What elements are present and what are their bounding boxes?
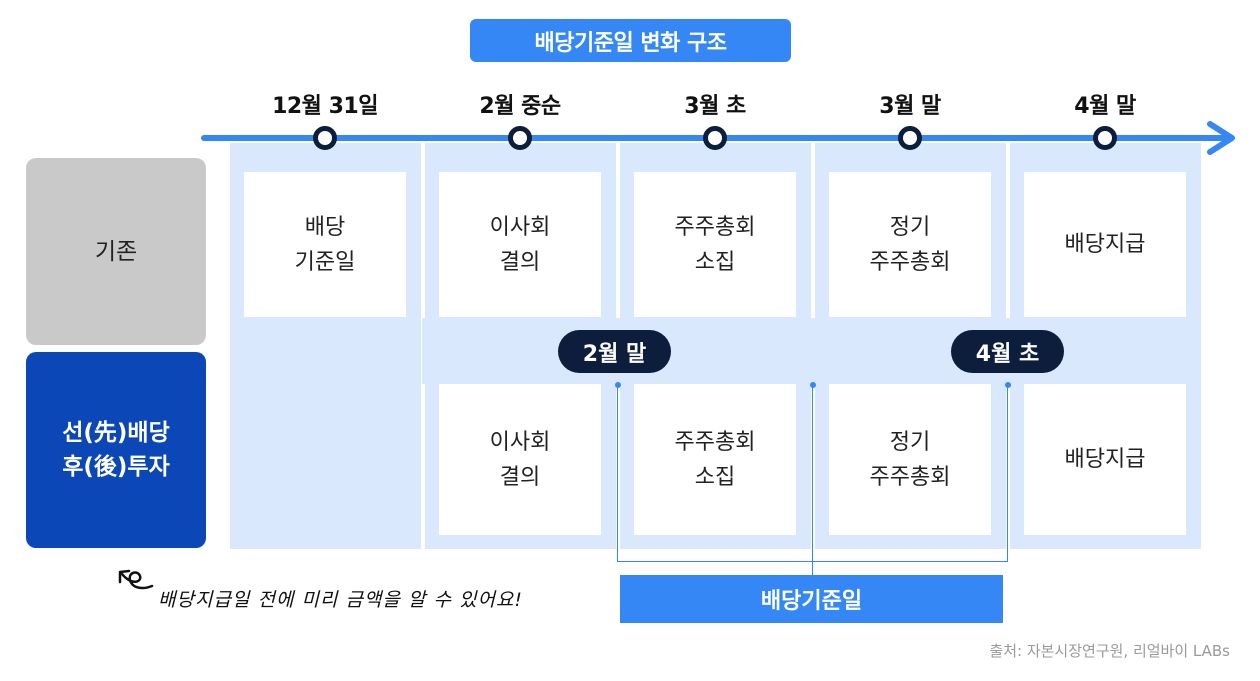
timeline-date-1: 12월 31일 bbox=[272, 94, 378, 119]
new-step-1: 이사회 결의 bbox=[439, 384, 601, 535]
marker-apr-start: 4월 초 bbox=[951, 330, 1064, 373]
bracket-line-left bbox=[617, 385, 618, 562]
new-step-2: 주주총회 소집 bbox=[634, 384, 796, 535]
bracket-line-mid bbox=[812, 385, 813, 575]
timeline-dot-2 bbox=[508, 126, 532, 150]
middle-band bbox=[422, 318, 1200, 384]
handwritten-note: 배당지급일 전에 미리 금액을 알 수 있어요! bbox=[158, 589, 524, 611]
new-step-4: 배당지급 bbox=[1024, 384, 1186, 535]
bracket-dot-mid bbox=[810, 382, 816, 388]
timeline-date-2: 2월 중순 bbox=[479, 94, 561, 119]
timeline-date-4: 3월 말 bbox=[879, 94, 941, 119]
timeline-dot-1 bbox=[313, 126, 337, 150]
basic-step-1: 배당 기준일 bbox=[244, 172, 406, 317]
timeline-date-5: 4월 말 bbox=[1074, 94, 1136, 119]
curly-arrow-icon bbox=[118, 569, 154, 590]
row-label-new-line1: 선(先)배당 bbox=[62, 420, 170, 446]
basic-step-2: 이사회 결의 bbox=[439, 172, 601, 317]
marker-feb-end: 2월 말 bbox=[558, 330, 671, 373]
bracket-dot-right bbox=[1005, 382, 1011, 388]
timeline-dot-3 bbox=[703, 126, 727, 150]
record-date-label: 배당기준일 bbox=[620, 575, 1003, 623]
row-label-new-line2: 후(後)투자 bbox=[62, 454, 170, 480]
bracket-dot-left bbox=[615, 382, 621, 388]
source-credit: 출처: 자본시장연구원, 리얼바이 LABs bbox=[989, 642, 1230, 660]
new-step-3: 정기 주주총회 bbox=[829, 384, 991, 535]
bracket-line-bottom bbox=[617, 561, 1008, 562]
bracket-line-right bbox=[1007, 385, 1008, 562]
row-label-basic: 기존 bbox=[26, 158, 206, 345]
timeline-dot-5 bbox=[1093, 126, 1117, 150]
basic-step-4: 정기 주주총회 bbox=[829, 172, 991, 317]
row-label-new: 선(先)배당 후(後)투자 bbox=[26, 352, 206, 548]
timeline-date-3: 3월 초 bbox=[684, 94, 746, 119]
timeline-dot-4 bbox=[898, 126, 922, 150]
basic-step-3: 주주총회 소집 bbox=[634, 172, 796, 317]
diagram-title: 배당기준일 변화 구조 bbox=[470, 19, 791, 62]
basic-step-5: 배당지급 bbox=[1024, 172, 1186, 317]
